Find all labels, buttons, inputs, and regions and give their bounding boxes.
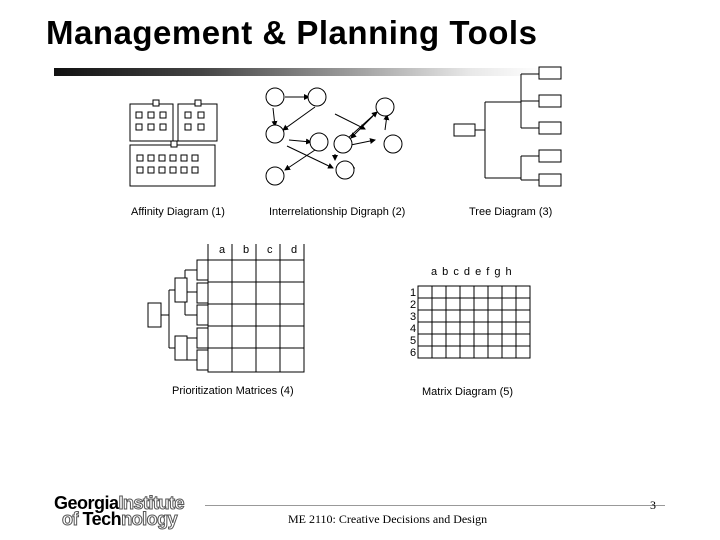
prioritization-matrix <box>147 244 305 373</box>
interrelationship-digraph <box>265 87 403 186</box>
interrelationship-caption: Interrelationship Digraph (2) <box>269 206 406 218</box>
prioritization-col-c: c <box>267 244 273 256</box>
tree-diagram <box>453 66 562 187</box>
matrix-row-label-1: 1 <box>410 287 417 299</box>
matrix-row-label-5: 5 <box>410 335 417 347</box>
tree-caption: Tree Diagram (3) <box>469 206 553 218</box>
matrix-row-label-2: 2 <box>410 299 417 311</box>
affinity-caption: Affinity Diagram (1) <box>131 206 225 218</box>
footer-rule <box>205 505 665 506</box>
title-underline-bar <box>54 68 544 76</box>
institution-logo-line1: GeorgiaInstitute <box>54 493 185 514</box>
prioritization-col-d: d <box>291 244 298 256</box>
matrix-caption: Matrix Diagram (5) <box>422 386 514 398</box>
matrix-row-label-6: 6 <box>410 347 417 359</box>
matrix-column-labels: a b c d e f g h <box>431 266 513 278</box>
affinity-diagram <box>129 99 218 187</box>
institution-logo-line2: of Technology <box>62 509 179 530</box>
prioritization-col-a: a <box>219 244 226 256</box>
slide-title: Management & Planning Tools <box>46 14 538 51</box>
prioritization-col-b: b <box>243 244 250 256</box>
course-footer: ME 2110: Creative Decisions and Design <box>288 512 488 526</box>
page-number: 3 <box>650 498 656 512</box>
matrix-row-label-4: 4 <box>410 323 417 335</box>
prioritization-caption: Prioritization Matrices (4) <box>172 385 294 397</box>
matrix-row-label-3: 3 <box>410 311 417 323</box>
matrix-diagram-grid <box>417 285 531 359</box>
